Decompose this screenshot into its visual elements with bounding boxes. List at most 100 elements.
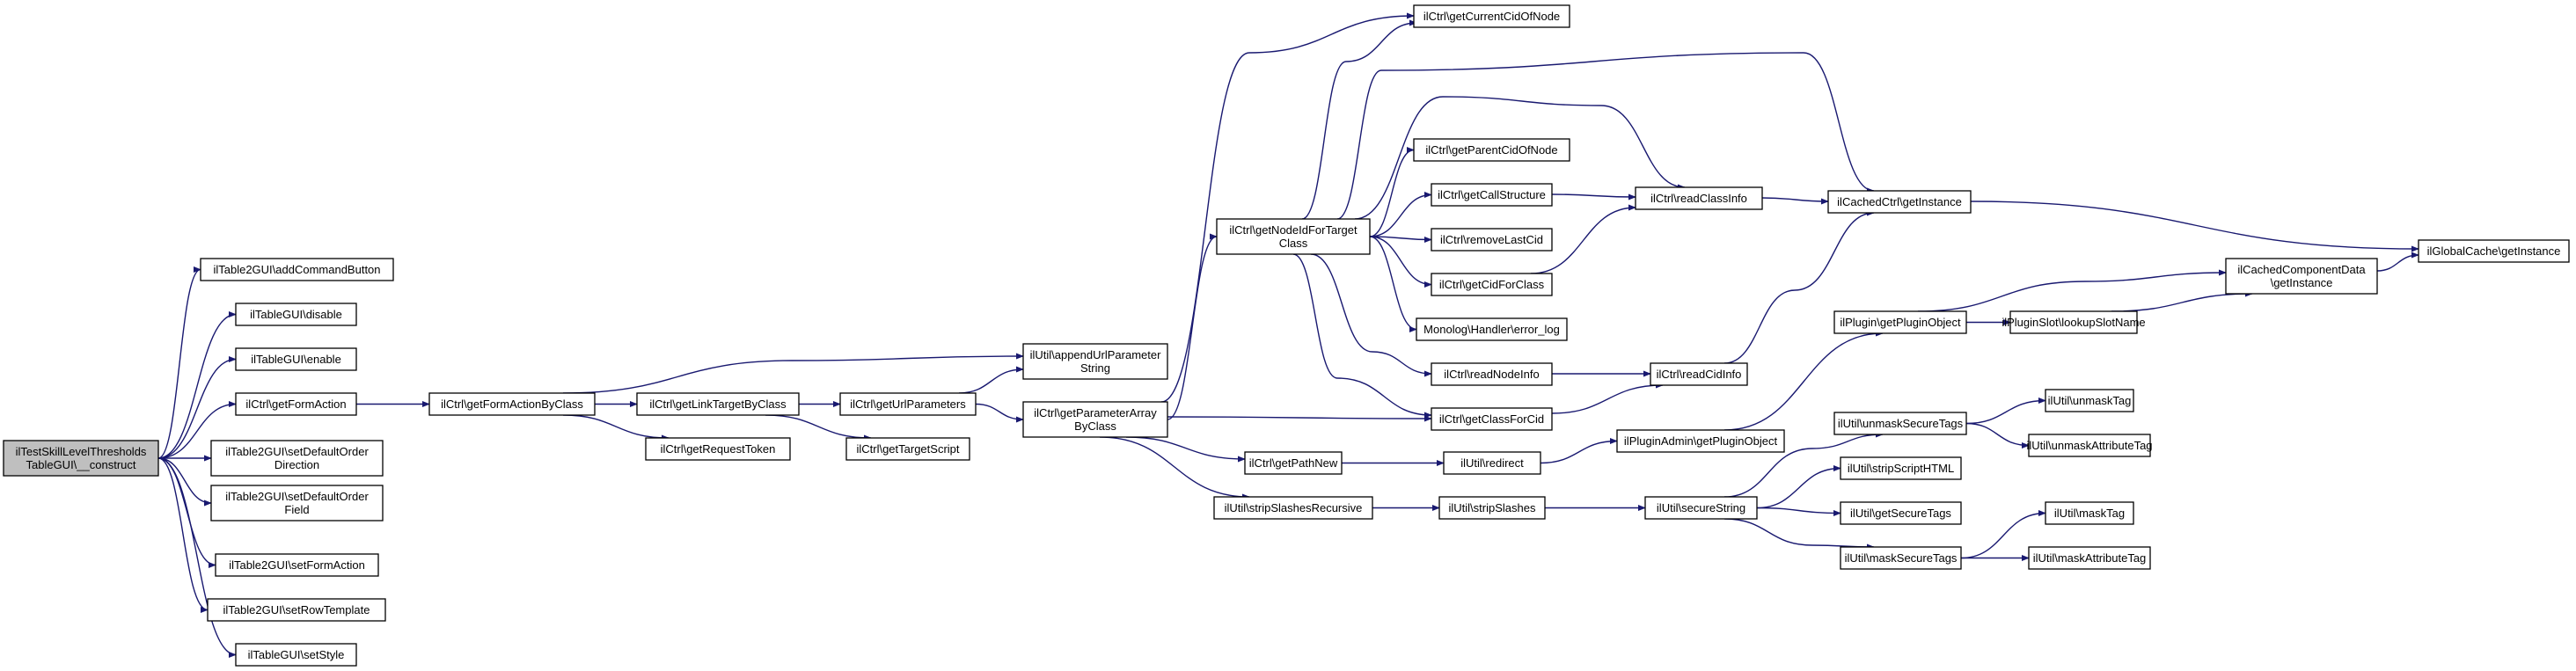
- node-addCommandButton[interactable]: ilTable2GUI\addCommandButton: [200, 258, 394, 281]
- node-lookupSlotName[interactable]: ilPluginSlot\lookupSlotName: [2002, 310, 2146, 334]
- node-box: [1438, 496, 1546, 520]
- node-label: ilCachedCtrl\getInstance: [1837, 195, 1962, 208]
- node-label: ilCtrl\readNodeInfo: [1444, 368, 1539, 381]
- node-getPathNew[interactable]: ilCtrl\getPathNew: [1244, 451, 1343, 475]
- node-setStyle[interactable]: ilTableGUI\setStyle: [235, 643, 357, 667]
- node-label: ilCtrl\getNodeIdForTarget: [1229, 223, 1358, 237]
- node-readCidInfo[interactable]: ilCtrl\readCidInfo: [1650, 362, 1748, 386]
- node-box: [210, 440, 384, 477]
- node-getUrlParameters[interactable]: ilCtrl\getUrlParameters: [839, 392, 977, 416]
- edge-readClassInfo-to-cachedCtrlGetInstance: [1761, 197, 1829, 205]
- node-maskSecureTags[interactable]: ilUtil\maskSecureTags: [1840, 546, 1962, 570]
- node-getRequestToken[interactable]: ilCtrl\getRequestToken: [645, 437, 791, 461]
- node-label: ilCtrl\getClassForCid: [1439, 412, 1544, 426]
- node-removeLastCid[interactable]: ilCtrl\removeLastCid: [1431, 228, 1553, 252]
- node-getParentCidOfNode[interactable]: ilCtrl\getParentCidOfNode: [1413, 138, 1570, 162]
- node-maskTag[interactable]: ilUtil\maskTag: [2045, 501, 2134, 525]
- node-setRowTemplate[interactable]: ilTable2GUI\setRowTemplate: [207, 598, 386, 622]
- node-box: [1644, 496, 1758, 520]
- node-label: ilCtrl\readClassInfo: [1650, 192, 1747, 205]
- node-getCurrentCidOfNode[interactable]: ilCtrl\getCurrentCidOfNode: [1413, 4, 1570, 28]
- node-globalCacheGetInstance[interactable]: ilGlobalCache\getInstance: [2418, 239, 2570, 263]
- node-getFormAction[interactable]: ilCtrl\getFormAction: [235, 392, 357, 416]
- node-label: ilGlobalCache\getInstance: [2427, 244, 2561, 258]
- node-getPluginObjectAdmin[interactable]: ilPluginAdmin\getPluginObject: [1616, 429, 1785, 453]
- node-box: [235, 303, 357, 326]
- edge-getFormActionByClass-to-appendUrlParameterString: [562, 353, 1024, 394]
- edge-readCidInfo-to-cachedCtrlGetInstance: [1723, 209, 1875, 364]
- edge-secureString-to-unmaskSecureTags: [1723, 431, 1884, 498]
- edge-getNodeIdForTargetClass-to-getCurrentCidOfNode: [1301, 19, 1417, 220]
- edge-construct-to-disable: [157, 310, 237, 459]
- node-box: [2225, 258, 2378, 295]
- node-box: [210, 485, 384, 521]
- node-getLinkTargetByClass[interactable]: ilCtrl\getLinkTargetByClass: [636, 392, 800, 416]
- node-maskAttributeTag[interactable]: ilUtil\maskAttributeTag: [2028, 546, 2151, 570]
- node-setFormAction[interactable]: ilTable2GUI\setFormAction: [215, 553, 379, 577]
- node-label: ilCachedComponentData: [2237, 263, 2366, 276]
- node-box: [1840, 501, 1962, 525]
- edge-getLinkTargetByClass-to-getTargetScript: [765, 414, 872, 441]
- node-box: [3, 440, 159, 477]
- node-getCidForClass[interactable]: ilCtrl\getCidForClass: [1431, 273, 1553, 296]
- node-label: ByClass: [1074, 419, 1116, 433]
- node-label: ilTable2GUI\addCommandButton: [213, 263, 380, 276]
- node-label: ilUtil\secureString: [1657, 501, 1745, 514]
- node-label: ilUtil\stripScriptHTML: [1848, 462, 1954, 475]
- node-label: TableGUI\__construct: [26, 458, 135, 471]
- node-unmaskTag[interactable]: ilUtil\unmaskTag: [2045, 389, 2134, 412]
- node-label: ilCtrl\getPathNew: [1249, 456, 1338, 470]
- node-errorLog[interactable]: Monolog\Handler\error_log: [1416, 317, 1568, 341]
- node-getCallStructure[interactable]: ilCtrl\getCallStructure: [1431, 183, 1553, 207]
- edge-getParameterArrayByClass-to-stripSlashesRecursive: [1099, 436, 1250, 500]
- edge-getNodeIdForTargetClass-to-getParentCidOfNode: [1369, 146, 1415, 237]
- node-box: [1213, 496, 1373, 520]
- edge-getNodeIdForTargetClass-to-getCallStructure: [1369, 191, 1432, 237]
- node-box: [1416, 317, 1568, 341]
- node-label: ilPlugin\getPluginObject: [1840, 316, 1961, 329]
- node-redirect[interactable]: ilUtil\redirect: [1443, 451, 1541, 475]
- node-box: [1022, 401, 1168, 438]
- edge-getPluginObjectAdmin-to-pluginGetPluginObject: [1723, 330, 1884, 431]
- node-stripSlashes[interactable]: ilUtil\stripSlashes: [1438, 496, 1546, 520]
- node-disable[interactable]: ilTableGUI\disable: [235, 303, 357, 326]
- node-getFormActionByClass[interactable]: ilCtrl\getFormActionByClass: [428, 392, 596, 416]
- node-stripSlashesRecursive[interactable]: ilUtil\stripSlashesRecursive: [1213, 496, 1373, 520]
- node-box: [2028, 434, 2151, 457]
- node-getTargetScript[interactable]: ilCtrl\getTargetScript: [845, 437, 970, 461]
- node-construct[interactable]: ilTestSkillLevelThresholdsTableGUI\__con…: [3, 440, 159, 477]
- node-getSecureTags[interactable]: ilUtil\getSecureTags: [1840, 501, 1962, 525]
- node-label: ilCtrl\getFormActionByClass: [441, 397, 583, 411]
- node-box: [428, 392, 596, 416]
- node-stripScriptHTML[interactable]: ilUtil\stripScriptHTML: [1840, 456, 1962, 480]
- node-label: \getInstance: [2271, 276, 2333, 289]
- node-label: ilUtil\stripSlashes: [1449, 501, 1536, 514]
- node-label: ilUtil\unmaskTag: [2048, 394, 2132, 407]
- node-box: [2009, 310, 2138, 334]
- edge-getParameterArrayByClass-to-getClassForCid: [1167, 415, 1432, 422]
- node-readClassInfo[interactable]: ilCtrl\readClassInfo: [1635, 186, 1763, 210]
- node-enable[interactable]: ilTableGUI\enable: [235, 347, 357, 371]
- node-label: ilCtrl\getParameterArray: [1034, 406, 1157, 419]
- node-cachedCtrlGetInstance[interactable]: ilCachedCtrl\getInstance: [1827, 190, 1972, 214]
- edge-maskSecureTags-to-maskTag: [1960, 509, 2046, 559]
- node-cachedComponentDataGetInstance[interactable]: ilCachedComponentData\getInstance: [2225, 258, 2378, 295]
- node-box: [1833, 412, 1967, 435]
- node-getClassForCid[interactable]: ilCtrl\getClassForCid: [1431, 407, 1553, 431]
- node-box: [1840, 456, 1962, 480]
- edge-getNodeIdForTargetClass-to-getCidForClass: [1369, 236, 1432, 288]
- node-pluginGetPluginObject[interactable]: ilPlugin\getPluginObject: [1833, 310, 1967, 334]
- edge-getUrlParameters-to-getParameterArrayByClass: [975, 403, 1024, 423]
- node-label: ilCtrl\getCurrentCidOfNode: [1423, 10, 1560, 23]
- node-unmaskAttributeTag[interactable]: ilUtil\unmaskAttributeTag: [2026, 434, 2153, 457]
- node-box: [1244, 451, 1343, 475]
- node-unmaskSecureTags[interactable]: ilUtil\unmaskSecureTags: [1833, 412, 1967, 435]
- node-label: ilUtil\maskTag: [2054, 507, 2125, 520]
- node-readNodeInfo[interactable]: ilCtrl\readNodeInfo: [1431, 362, 1553, 386]
- node-secureString[interactable]: ilUtil\secureString: [1644, 496, 1758, 520]
